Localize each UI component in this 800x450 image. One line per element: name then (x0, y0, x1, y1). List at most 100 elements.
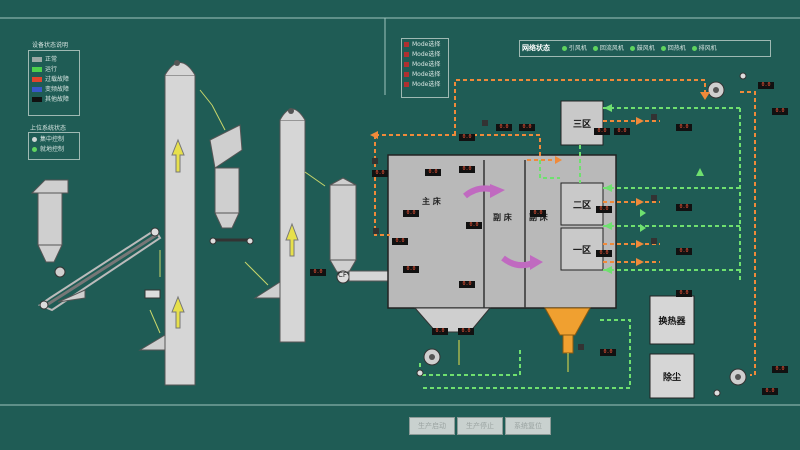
arrowhead (604, 222, 612, 230)
value-readout: 0.0 (772, 366, 788, 373)
value-readout: 0.0 (596, 250, 612, 257)
value-readout: 0.0 (425, 169, 441, 176)
legend-swatch (404, 62, 409, 67)
green-arrowheads (604, 104, 704, 274)
legend-swatch (32, 87, 42, 92)
flow-arrows (149, 89, 326, 334)
mode-legend-item: Mode选择 (404, 51, 440, 59)
control-legend-title: 上位系统状态 (30, 125, 67, 132)
value-readout: 0.0 (614, 128, 630, 135)
network-item-label: 回热机 (667, 45, 686, 52)
device-legend-item: 变频故障 (32, 86, 69, 94)
control-legend-item: 集中控制 (32, 136, 64, 144)
value-readout: 0.0 (758, 82, 774, 89)
value-readout: 0.0 (772, 108, 788, 115)
mode-legend (401, 38, 449, 98)
value-readout: 0.0 (676, 290, 692, 297)
bucket-elevator-1 (138, 60, 196, 386)
system-reset-button[interactable]: 系统复位 (505, 417, 551, 435)
legend-swatch (32, 57, 42, 62)
value-readout: 0.0 (596, 206, 612, 213)
legend-label: 运行 (45, 66, 58, 73)
bucket-elevator-2 (253, 108, 306, 343)
mode-legend-item: Mode选择 (404, 71, 440, 79)
zone-2-label: 二区 (572, 200, 591, 211)
value-readout: 0.0 (459, 166, 475, 173)
value-readout: 0.0 (594, 128, 610, 135)
cool-air-pipes (419, 107, 741, 389)
value-readout: 0.0 (403, 210, 419, 217)
main-bed-label: 主 床 (422, 197, 441, 206)
orange-arrowheads (370, 92, 710, 266)
network-lamp-icon (691, 46, 697, 51)
zone-3-box (560, 100, 604, 146)
legend-label: Mode选择 (412, 41, 441, 48)
hot-air-pipes (374, 79, 756, 376)
start-production-button[interactable]: 生产启动 (409, 417, 455, 435)
pipe (740, 91, 756, 376)
arrowhead (640, 224, 646, 232)
value-readout: 0.0 (310, 269, 326, 276)
arrowhead (700, 92, 710, 100)
legend-swatch (32, 77, 42, 82)
valve (372, 158, 378, 164)
legend-swatch (32, 67, 42, 72)
discharge-arrows (458, 340, 569, 372)
network-item-label: 排风机 (698, 45, 717, 52)
device-legend-item: 正常 (32, 56, 57, 64)
device-legend (28, 50, 80, 116)
zone-1-label: 一区 (572, 245, 591, 256)
flow-arrow (304, 171, 326, 187)
value-readout: 0.0 (459, 281, 475, 288)
legend-label: 就地控制 (40, 146, 65, 153)
legend-label: 正常 (45, 56, 58, 63)
flow-arrow (199, 89, 213, 106)
network-item-label: 回流风机 (599, 45, 624, 52)
dust-remover-label: 除尘 (662, 372, 681, 383)
pipe (539, 160, 560, 179)
value-readout: 0.0 (392, 238, 408, 245)
arrowhead (370, 131, 378, 139)
control-legend-item: 就地控制 (32, 146, 64, 154)
network-item-label: 引风机 (568, 45, 587, 52)
legend-swatch (404, 72, 409, 77)
legend-label: 过载故障 (45, 76, 70, 83)
mode-legend-item: Mode选择 (404, 41, 440, 49)
legend-label: Mode选择 (412, 71, 441, 78)
legend-swatch (404, 82, 409, 87)
legend-label: Mode选择 (412, 51, 441, 58)
value-readout: 0.0 (600, 349, 616, 356)
device-legend-item: 运行 (32, 66, 57, 74)
value-readout: 0.0 (432, 328, 448, 335)
control-legend (28, 132, 80, 160)
arrowhead (555, 156, 562, 164)
pipe (375, 134, 541, 158)
valve (482, 120, 488, 126)
network-status-row: 网络状态 引风机 回流风机 鼓风机 回热机 排风机 (522, 42, 717, 54)
value-readout: 0.0 (466, 222, 482, 229)
valve (373, 228, 379, 234)
value-readout: 0.0 (676, 124, 692, 131)
value-readout: 0.0 (676, 204, 692, 211)
valve (651, 195, 657, 201)
arrowhead (604, 184, 612, 192)
mode-legend-item: Mode选择 (404, 61, 440, 69)
arrowhead (640, 209, 646, 217)
stop-production-button[interactable]: 生产停止 (457, 417, 503, 435)
legend-swatch (32, 97, 42, 102)
value-readout: 0.0 (676, 248, 692, 255)
network-lamp-icon (561, 46, 567, 51)
network-lamp-icon (592, 46, 598, 51)
zone-2-box (560, 182, 604, 226)
legend-swatch (404, 52, 409, 57)
value-readout: 0.0 (372, 170, 388, 177)
arrowhead (636, 117, 644, 125)
zone-3-label: 三区 (572, 119, 591, 130)
legend-label: 集中控制 (40, 136, 65, 143)
cf-label: CF (338, 271, 347, 279)
arrowhead (604, 266, 612, 274)
feed-bin (329, 177, 390, 284)
arrowhead (604, 104, 612, 112)
aux-bed-2-label: 副 床 (529, 213, 548, 222)
